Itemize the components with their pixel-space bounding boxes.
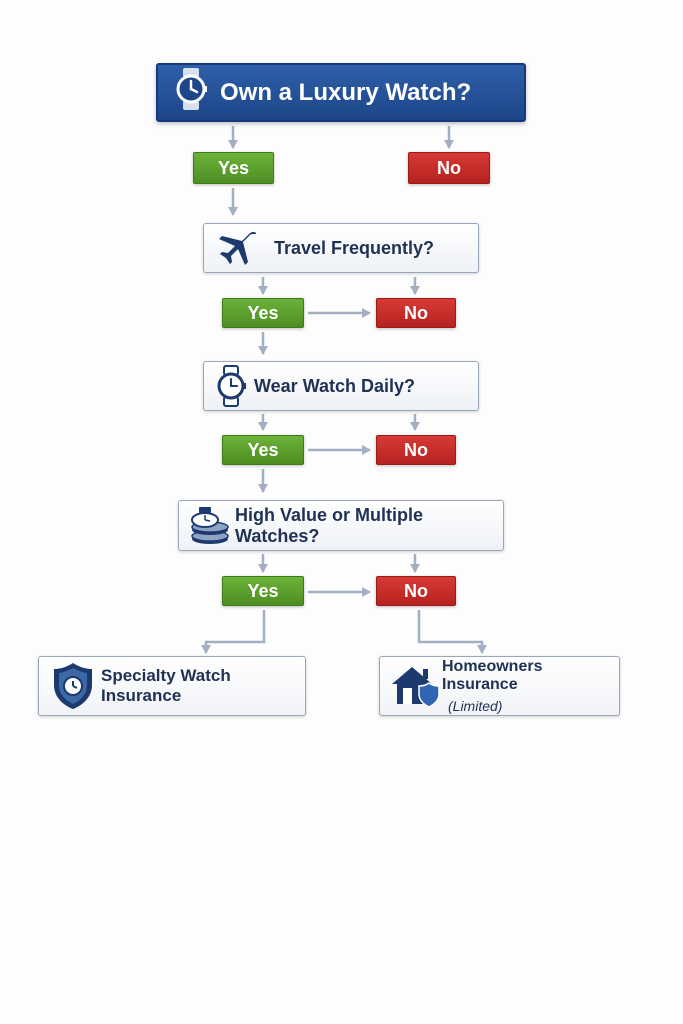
question-wear-watch-daily: Wear Watch Daily? bbox=[203, 361, 479, 411]
question-text: High Value or Multiple Watches? bbox=[235, 504, 424, 546]
question-text: Travel Frequently? bbox=[274, 237, 435, 258]
watch-stack-icon bbox=[189, 506, 231, 546]
question-own-luxury-watch: Own a Luxury Watch? bbox=[156, 63, 526, 122]
house-shield-icon bbox=[390, 664, 440, 708]
result-homeowners-insurance: Homeowners Insurance (Limited) bbox=[379, 656, 620, 716]
q3-yes-button[interactable]: Yes bbox=[222, 576, 304, 606]
watch-icon bbox=[174, 67, 208, 118]
arrow-no-to-homeowners bbox=[417, 610, 487, 654]
title-text: Own a Luxury Watch? bbox=[220, 78, 472, 106]
result-subtitle: (Limited) bbox=[448, 698, 503, 714]
q2-no-button[interactable]: No bbox=[376, 435, 456, 465]
shield-watch-icon bbox=[51, 661, 95, 711]
result-specialty-watch-insurance: Specialty Watch Insurance bbox=[38, 656, 306, 716]
question-high-value: High Value or Multiple Watches? bbox=[178, 500, 504, 551]
q1-yes-button[interactable]: Yes bbox=[222, 298, 304, 328]
arrow-yes-to-specialty bbox=[201, 610, 266, 654]
airplane-icon bbox=[216, 229, 258, 267]
result-title: Homeowners Insurance bbox=[442, 658, 543, 693]
q2-yes-button[interactable]: Yes bbox=[222, 435, 304, 465]
question-text: Wear Watch Daily? bbox=[254, 375, 416, 396]
q1-no-button[interactable]: No bbox=[376, 298, 456, 328]
top-no-button[interactable]: No bbox=[408, 152, 490, 184]
question-travel-frequently: Travel Frequently? bbox=[203, 223, 479, 273]
wristwatch-icon bbox=[216, 365, 246, 407]
q3-no-button[interactable]: No bbox=[376, 576, 456, 606]
result-title: Specialty Watch Insurance bbox=[101, 666, 231, 705]
top-yes-button[interactable]: Yes bbox=[193, 152, 274, 184]
